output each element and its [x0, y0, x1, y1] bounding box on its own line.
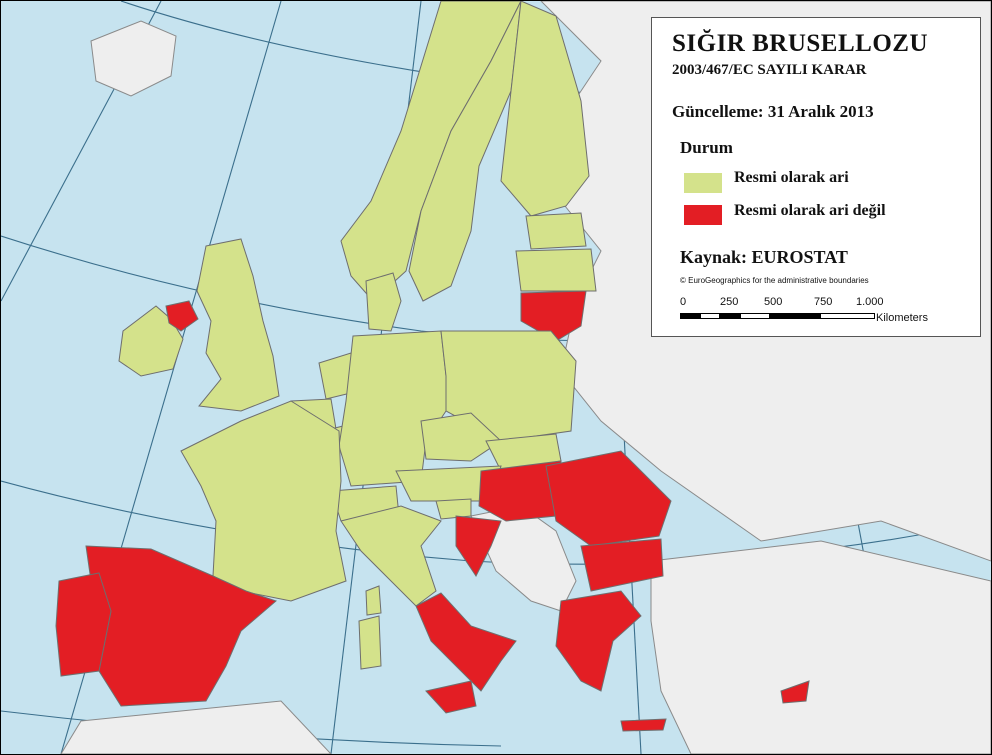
region-italy-north [340, 505, 442, 607]
scale-segment [720, 313, 740, 319]
scale-segment [740, 313, 770, 319]
legend-label-not-free: Resmi olarak ari değil [734, 202, 886, 219]
region-crete [620, 718, 667, 732]
scale-tick-1000: 1.000 [856, 296, 884, 308]
region-croatia [455, 515, 502, 577]
region-czech-republic [420, 412, 502, 462]
copyright-credit: © EuroGeographics for the administrative… [680, 276, 869, 285]
scale-segment [770, 313, 820, 319]
region-romania [545, 450, 672, 547]
region-corsica [365, 585, 382, 616]
legend-panel: SIĞIR BRUSELLOZU 2003/467/EC SAYILI KARA… [651, 17, 981, 337]
scale-bar: 0 250 500 750 1.000 Kilometers [680, 296, 970, 332]
update-date: Güncelleme: 31 Aralık 2013 [672, 102, 874, 121]
region-united-kingdom [196, 238, 280, 412]
scale-segment [680, 313, 700, 319]
region-sicily [425, 680, 477, 714]
region-cyprus [780, 680, 810, 704]
status-heading: Durum [680, 138, 733, 157]
region-estonia [525, 212, 587, 250]
region-portugal [55, 572, 112, 677]
legend-label-free: Resmi olarak ari [734, 169, 849, 186]
region-france [180, 400, 347, 602]
region-finland [500, 1, 590, 217]
region-hungary [478, 460, 562, 522]
region-northern-ireland [165, 300, 199, 332]
region-germany [338, 330, 447, 487]
scale-units: Kilometers [876, 312, 928, 324]
legend-swatch-not-free [684, 205, 722, 225]
region-sardinia [358, 615, 382, 670]
scale-tick-0: 0 [680, 296, 687, 308]
scale-segment [700, 313, 720, 319]
region-italy-south [415, 592, 517, 692]
region-latvia [515, 248, 597, 292]
scale-tick-250: 250 [720, 296, 739, 308]
region-sweden [408, 1, 522, 302]
map-subtitle: 2003/467/EC SAYILI KARAR [672, 62, 867, 78]
region-greece [555, 590, 642, 692]
region-ireland [118, 305, 184, 377]
source-label: Kaynak: EUROSTAT [680, 247, 848, 267]
map-title: SIĞIR BRUSELLOZU [672, 30, 928, 57]
eu-regions [55, 1, 810, 732]
region-bulgaria [580, 538, 664, 592]
scale-tick-750: 750 [814, 296, 833, 308]
region-slovenia [435, 498, 472, 520]
legend-swatch-free [684, 173, 722, 193]
scale-segment [820, 313, 875, 319]
scale-tick-500: 500 [764, 296, 783, 308]
region-denmark [365, 272, 402, 332]
region-lithuania [520, 290, 587, 342]
